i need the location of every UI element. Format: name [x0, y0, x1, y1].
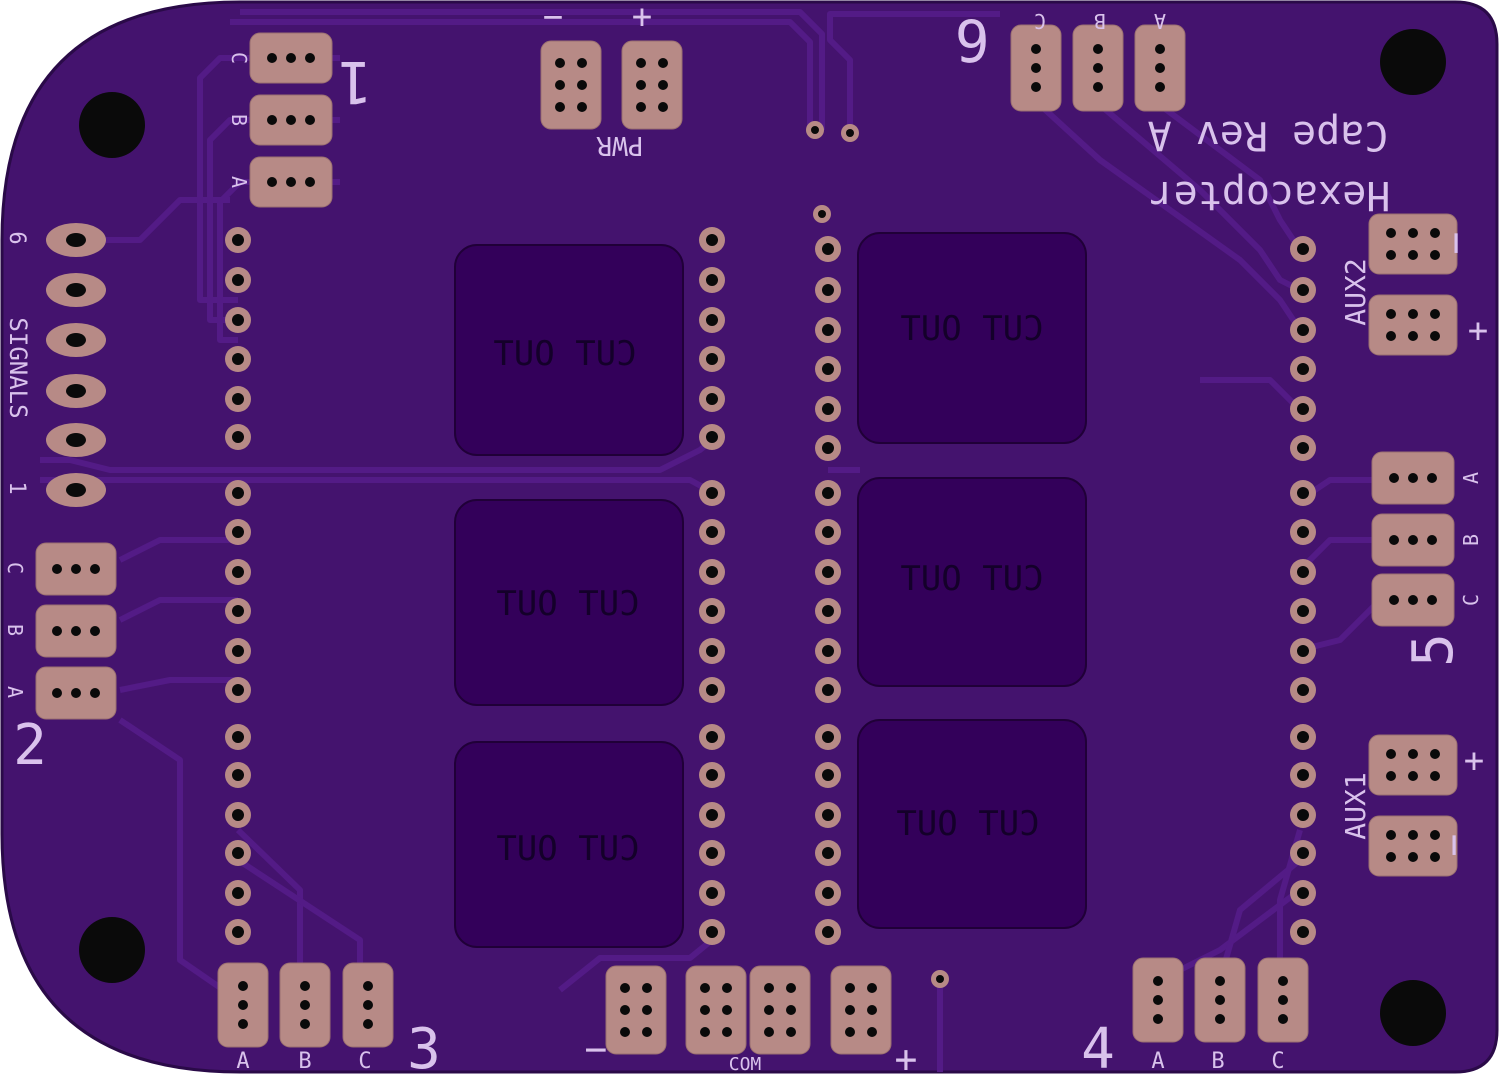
board-revision: Cape Rev A — [1148, 112, 1389, 158]
connector-pads — [35, 24, 1458, 1055]
pwr-plus-label: + — [632, 0, 652, 37]
pin-a-label: A — [1459, 472, 1483, 484]
aux2-plus-label: + — [1468, 311, 1488, 351]
pin-b-label: B — [1211, 1049, 1224, 1074]
cutout-region — [857, 477, 1087, 687]
motor-4-label: 4 — [1081, 1017, 1115, 1076]
motor-3-label: 3 — [407, 1017, 441, 1076]
cutout-label: CUT OUT — [896, 804, 1039, 844]
cutout-label: CUT OUT — [496, 584, 639, 624]
connector-pad — [749, 965, 811, 1055]
pin-a-label: A — [227, 176, 251, 188]
motor-2-label: 2 — [13, 713, 47, 778]
cutout-region — [857, 232, 1087, 444]
silkscreen: 1 6 2 3 4 5 Hexacopter Cape Rev A PWR − … — [3, 0, 1488, 1076]
mounting-hole — [79, 92, 145, 158]
aux1-minus-label: − — [1431, 834, 1475, 857]
mounting-hole — [1380, 29, 1446, 95]
pwr-label: PWR — [596, 130, 643, 160]
cutout-label: CUT OUT — [496, 829, 639, 869]
cutout-region — [454, 741, 684, 948]
connector-pad — [1368, 734, 1458, 796]
cutout-region — [454, 244, 684, 456]
pin-a-label: A — [3, 686, 27, 698]
signal-1-label: 1 — [4, 481, 29, 494]
aux1-plus-label: + — [1464, 741, 1484, 781]
board-title: Hexacopter — [1150, 172, 1391, 218]
mounting-holes — [79, 29, 1446, 1046]
header-pins — [225, 227, 1316, 945]
aux2-label: AUX2 — [1339, 258, 1372, 325]
aux1-label: AUX1 — [1339, 772, 1372, 839]
cutout-labels: CUT OUT CUT OUT CUT OUT CUT OUT CUT OUT … — [493, 309, 1043, 869]
pin-c-label: C — [1271, 1049, 1284, 1074]
cutout-label: CUT OUT — [900, 559, 1043, 599]
vias — [806, 121, 949, 988]
pin-c-label: C — [358, 1049, 371, 1074]
mounting-hole — [1380, 980, 1446, 1046]
pin-c-label: C — [1034, 9, 1046, 33]
com-minus-label: − — [585, 1027, 608, 1071]
mounting-hole — [79, 917, 145, 983]
motor-5-label: 5 — [1401, 633, 1466, 667]
com-plus-label: + — [895, 1037, 918, 1076]
pin-c-label: C — [1459, 594, 1483, 606]
pin-b-label: B — [3, 624, 27, 636]
pin-c-label: C — [227, 52, 251, 64]
connector-pad — [830, 965, 892, 1055]
pin-a-label: A — [1154, 9, 1166, 33]
connector-pad — [621, 40, 683, 130]
pin-a-label: A — [1151, 1049, 1164, 1074]
cutout-label: CUT OUT — [493, 334, 636, 374]
aux2-minus-label: − — [1433, 232, 1477, 255]
cutout-label: CUT OUT — [900, 309, 1043, 349]
connector-pad — [605, 965, 667, 1055]
connector-pad — [540, 40, 602, 130]
pin-b-label: B — [227, 114, 251, 126]
connector-pad — [1368, 294, 1458, 356]
signal-6-label: 6 — [4, 231, 29, 244]
pin-a-label: A — [236, 1049, 249, 1074]
pin-b-label: B — [1459, 534, 1483, 546]
connector-pad — [685, 965, 747, 1055]
pin-b-label: B — [1094, 9, 1106, 33]
cutout-region — [857, 719, 1087, 929]
motor-6-label: 6 — [955, 6, 990, 74]
motor-1-label: 1 — [338, 48, 373, 116]
pwr-minus-label: − — [543, 0, 563, 37]
com-label: COM — [729, 1054, 762, 1075]
pin-b-label: B — [298, 1049, 311, 1074]
pin-c-label: C — [3, 562, 27, 574]
signals-label: SIGNALS — [4, 317, 32, 418]
cutout-region — [454, 499, 684, 706]
cutouts — [454, 232, 1087, 948]
